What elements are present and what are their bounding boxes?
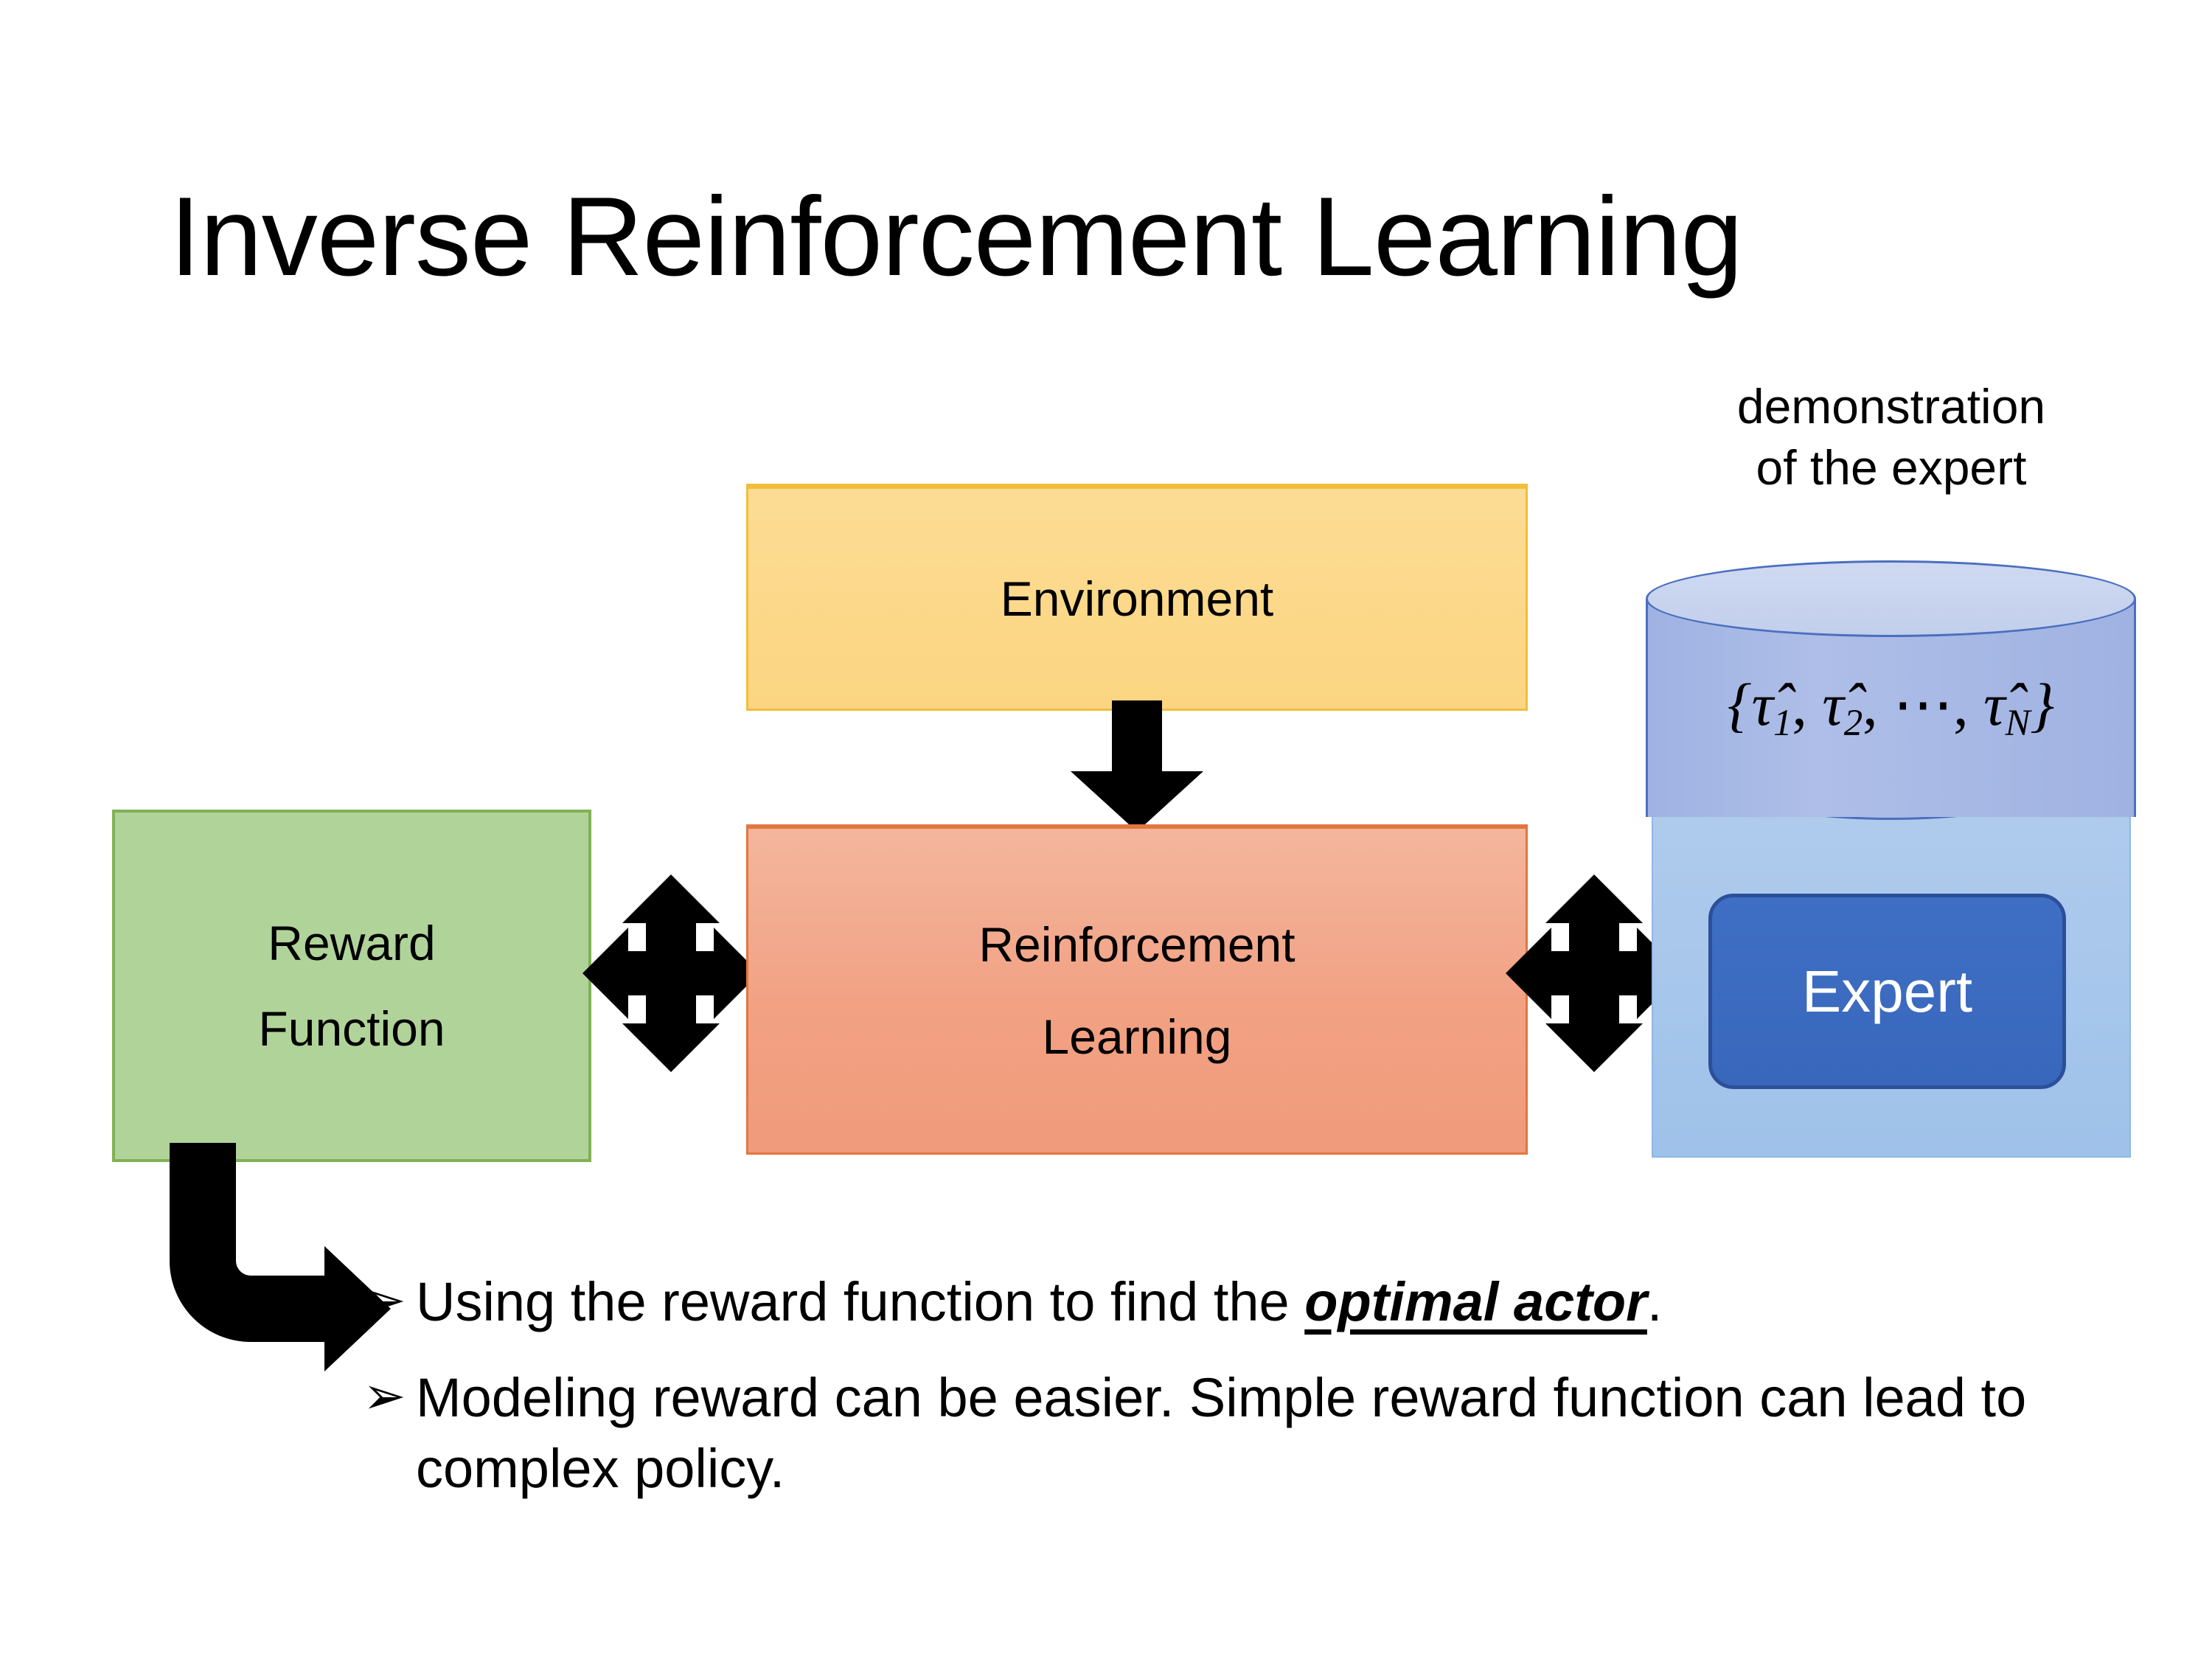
formula-tau-n: τ̂	[1983, 671, 2006, 738]
formula-tau-1: τ̂	[1751, 671, 1773, 738]
bullet-text-2: Modeling reward can be easier. Simple re…	[416, 1363, 2118, 1504]
expert-label: Expert	[1801, 958, 1973, 1024]
arrow-reward-to-rl-icon	[582, 874, 759, 1072]
bullet-item-2: ➢ Modeling reward can be easier. Simple …	[363, 1363, 2118, 1504]
expert-node: Expert	[1708, 894, 2066, 1089]
formula-subscript-2: 2	[1843, 702, 1863, 744]
reward-function-node: Reward Function	[112, 810, 591, 1162]
demonstration-caption-line2: of the expert	[1756, 440, 2027, 495]
formula-open-brace: {	[1727, 671, 1752, 738]
page-title: Inverse Reinforcement Learning	[170, 174, 1743, 299]
reinforcement-learning-label-line1: Reinforcement	[978, 917, 1295, 973]
demonstration-caption-line1: demonstration	[1736, 379, 2046, 434]
environment-node: Environment	[746, 484, 1528, 711]
bullet-1-text-after: .	[1646, 1271, 1663, 1332]
bullet-list: ➢ Using the reward function to find the …	[363, 1267, 2118, 1505]
reward-function-label-line2: Function	[258, 1001, 445, 1056]
cylinder-top-ellipse	[1646, 560, 2136, 637]
formula-ellipsis: ⋯	[1893, 671, 1954, 738]
environment-label: Environment	[1000, 571, 1274, 626]
formula-subscript-n: N	[2005, 702, 2031, 744]
formula-separator-1: ,	[1792, 671, 1823, 738]
reinforcement-learning-node: Reinforcement Learning	[746, 824, 1528, 1155]
arrow-environment-to-rl-icon	[1071, 700, 1203, 832]
formula-tau-2: τ̂	[1822, 671, 1844, 738]
formula-separator-2: ,	[1863, 671, 1893, 738]
trajectory-set-formula: {τ̂1, τ̂2, ⋯, τ̂N}	[1646, 669, 2136, 744]
formula-close-brace: }	[2030, 671, 2055, 738]
bullet-2-text-line1: Modeling reward can be easier. Simple re…	[416, 1367, 1538, 1429]
bullet-1-text-before: Using the reward function to find the	[416, 1271, 1305, 1332]
bullet-marker-icon: ➢	[363, 1367, 406, 1425]
bullet-1-emphasis: optimal actor	[1304, 1271, 1647, 1332]
formula-separator-3: ,	[1953, 671, 1984, 738]
demonstration-store-cylinder: {τ̂1, τ̂2, ⋯, τ̂N}	[1646, 560, 2136, 855]
bullet-item-1: ➢ Using the reward function to find the …	[363, 1267, 2118, 1338]
arrow-rl-to-expert-icon	[1506, 874, 1683, 1072]
reward-function-label-line1: Reward	[268, 915, 436, 970]
bullet-2-text-line2: function can lead to complex policy.	[416, 1367, 2027, 1500]
formula-subscript-1: 1	[1773, 702, 1792, 744]
demonstration-caption: demonstration of the expert	[1644, 376, 2138, 498]
reinforcement-learning-label-line2: Learning	[1042, 1009, 1232, 1064]
bullet-text-1: Using the reward function to find the op…	[416, 1267, 2118, 1338]
arrow-reward-to-bullet-icon	[170, 1143, 391, 1371]
bullet-marker-icon: ➢	[363, 1271, 406, 1329]
